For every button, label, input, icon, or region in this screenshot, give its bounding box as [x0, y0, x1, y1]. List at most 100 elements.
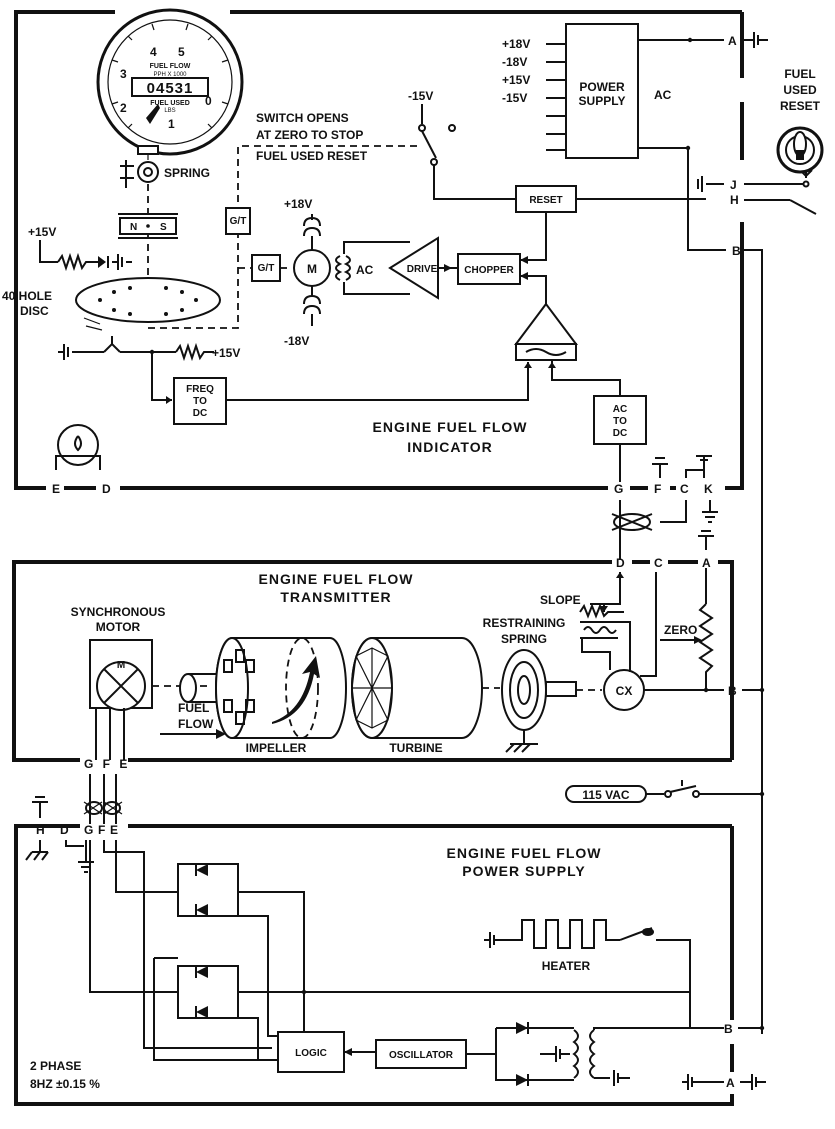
phase-line-1: 2 PHASE [30, 1059, 81, 1073]
minus18v-label: -18V [284, 334, 309, 348]
fuel-used-reset-switch[interactable]: FUEL USED RESET [776, 67, 824, 174]
ps-title-1: ENGINE FUEL FLOW [447, 845, 602, 861]
ps-pin-a: A [682, 1074, 766, 1090]
dial-scale-4: 4 [150, 45, 157, 59]
pin-h-ps: H [36, 823, 45, 837]
fuel-flow-line-1: FUEL [178, 701, 209, 715]
pin-k-ind: K [704, 482, 713, 496]
summing-amplifier [514, 302, 621, 396]
pin-d-tx: D [616, 556, 625, 570]
transmitter-bottom-pins: G F E [83, 757, 130, 824]
sensor-line: +15V [58, 336, 240, 404]
power-supply-section: ENGINE FUEL FLOW POWER SUPPLY H D G F E [14, 796, 734, 1106]
pin-b-ind: B [732, 244, 741, 258]
pin-g-ind: G [614, 482, 623, 496]
switch-note-1: SWITCH OPENS [256, 111, 349, 125]
hole-disc: 40 HOLE DISC [2, 277, 221, 331]
sync-motor-line-1: SYNCHRONOUS [71, 605, 166, 619]
dial-counter: 04531 [147, 80, 194, 97]
oscillator-label: OSCILLATOR [389, 1050, 454, 1061]
pin-g-ps: G [84, 823, 93, 837]
dial-top-label: FUEL FLOW [150, 63, 191, 70]
pin-b-tx: B [728, 684, 737, 698]
indicator-title-1: ENGINE FUEL FLOW [373, 419, 528, 435]
pin-d-ps: D [60, 823, 69, 837]
pin-e-ps: E [110, 823, 118, 837]
pin-h: H [730, 193, 739, 207]
reset-label: RESET [529, 195, 562, 206]
pin-a-tx: A [702, 556, 711, 570]
logic-label: LOGIC [295, 1048, 327, 1059]
phase-line-2: 8HZ ±0.15 % [30, 1077, 100, 1091]
pin-j: J [730, 178, 737, 192]
gt-1: G/T [230, 216, 247, 227]
ac-supply-line: 115 VAC [565, 780, 765, 803]
indicator-motor-label: M [307, 262, 317, 276]
reset-switch-line-3: RESET [780, 99, 821, 113]
output-rectifier: B [495, 1022, 765, 1086]
transmitter-title-2: TRANSMITTER [280, 589, 391, 605]
flow-arrow-icon [272, 656, 320, 724]
restraining-line-1: RESTRAINING [483, 616, 566, 630]
pins-gfe-tx: G F E [84, 757, 130, 771]
ps-title-2: POWER SUPPLY [462, 863, 586, 879]
indicator-power-supply: POWER SUPPLY AC +18V -18V +15V -15V A [502, 23, 768, 251]
dial-scale-label: PPH X 1000 [153, 72, 187, 78]
heater: HEATER [484, 919, 691, 1028]
freq-to-dc-block: FREQ TO DC [173, 362, 529, 425]
spring-label: SPRING [164, 166, 210, 180]
ps-input-2: -18V [502, 55, 527, 69]
synchronous-motor: SYNCHRONOUS MOTOR M [71, 605, 210, 760]
zero-label: ZERO [664, 623, 697, 637]
pin-c-ind: C [680, 482, 689, 496]
ac-to-dc-block: AC TO DC [593, 395, 647, 482]
disc-label-1: 40 HOLE [2, 289, 52, 303]
indicator-lamp: E D [52, 424, 111, 496]
phase-note: 2 PHASE 8HZ ±0.15 % [30, 1059, 100, 1091]
restraining-spring: RESTRAINING SPRING [483, 616, 602, 753]
freq-to-dc-line-1: FREQ [186, 384, 214, 395]
spring-assembly: SPRING [120, 154, 210, 328]
power-supply-ac: AC [654, 88, 672, 102]
bridge-rectifiers [89, 840, 690, 1061]
ps-input-1: +18V [502, 37, 530, 51]
sync-motor-m: M [117, 660, 125, 671]
indicator-title-2: INDICATOR [407, 439, 492, 455]
freq-to-dc-line-3: DC [193, 408, 207, 419]
ac-to-dc-line-1: AC [613, 404, 627, 415]
dial-scale-5: 5 [178, 45, 185, 59]
minus15v-label: -15V [408, 89, 433, 103]
turbine-label: TURBINE [389, 741, 442, 755]
dial-needle [146, 104, 160, 124]
chopper-block: CHOPPER [457, 210, 547, 330]
dial-scale-2: 2 [120, 101, 127, 115]
led-circuit: +15V [28, 225, 132, 272]
plus18v-label: +18V [284, 197, 312, 211]
ps-input-3: +15V [502, 73, 530, 87]
dial-counter-box [131, 77, 209, 97]
chopper-label: CHOPPER [464, 265, 514, 276]
indicator-right-pins: J H B [697, 169, 817, 1034]
dial-unit: LBS [164, 108, 175, 114]
impeller-label: IMPELLER [246, 741, 307, 755]
fuel-flow-line-2: FLOW [178, 717, 214, 731]
turbine: TURBINE [351, 637, 500, 755]
ac-to-dc-line-2: TO [613, 416, 627, 427]
drive-amplifier: DRIVE [388, 236, 458, 300]
heater-label: HEATER [542, 959, 591, 973]
magnet: N S [118, 213, 178, 239]
ac-to-dc-line-3: DC [613, 428, 627, 439]
logic-block: LOGIC [277, 1031, 376, 1073]
cx-synchro: CX SLOPE ZERO B [540, 568, 765, 711]
dial-scale-3: 3 [120, 67, 127, 81]
indicator-section: ENGINE FUEL FLOW INDICATOR [14, 10, 744, 490]
gt-blocks: G/T G/T [225, 207, 292, 282]
transmitter-title-1: ENGINE FUEL FLOW [259, 571, 414, 587]
indicator-ac-label: AC [356, 263, 374, 277]
sync-motor-line-2: MOTOR [96, 620, 141, 634]
dial-scale-0: 0 [205, 94, 212, 108]
drive-label: DRIVE [407, 264, 438, 275]
reset-switch-line-2: USED [783, 83, 817, 97]
pin-b-ps: B [724, 1022, 733, 1036]
indicator-motor: M +18V -18V AC [284, 197, 410, 348]
